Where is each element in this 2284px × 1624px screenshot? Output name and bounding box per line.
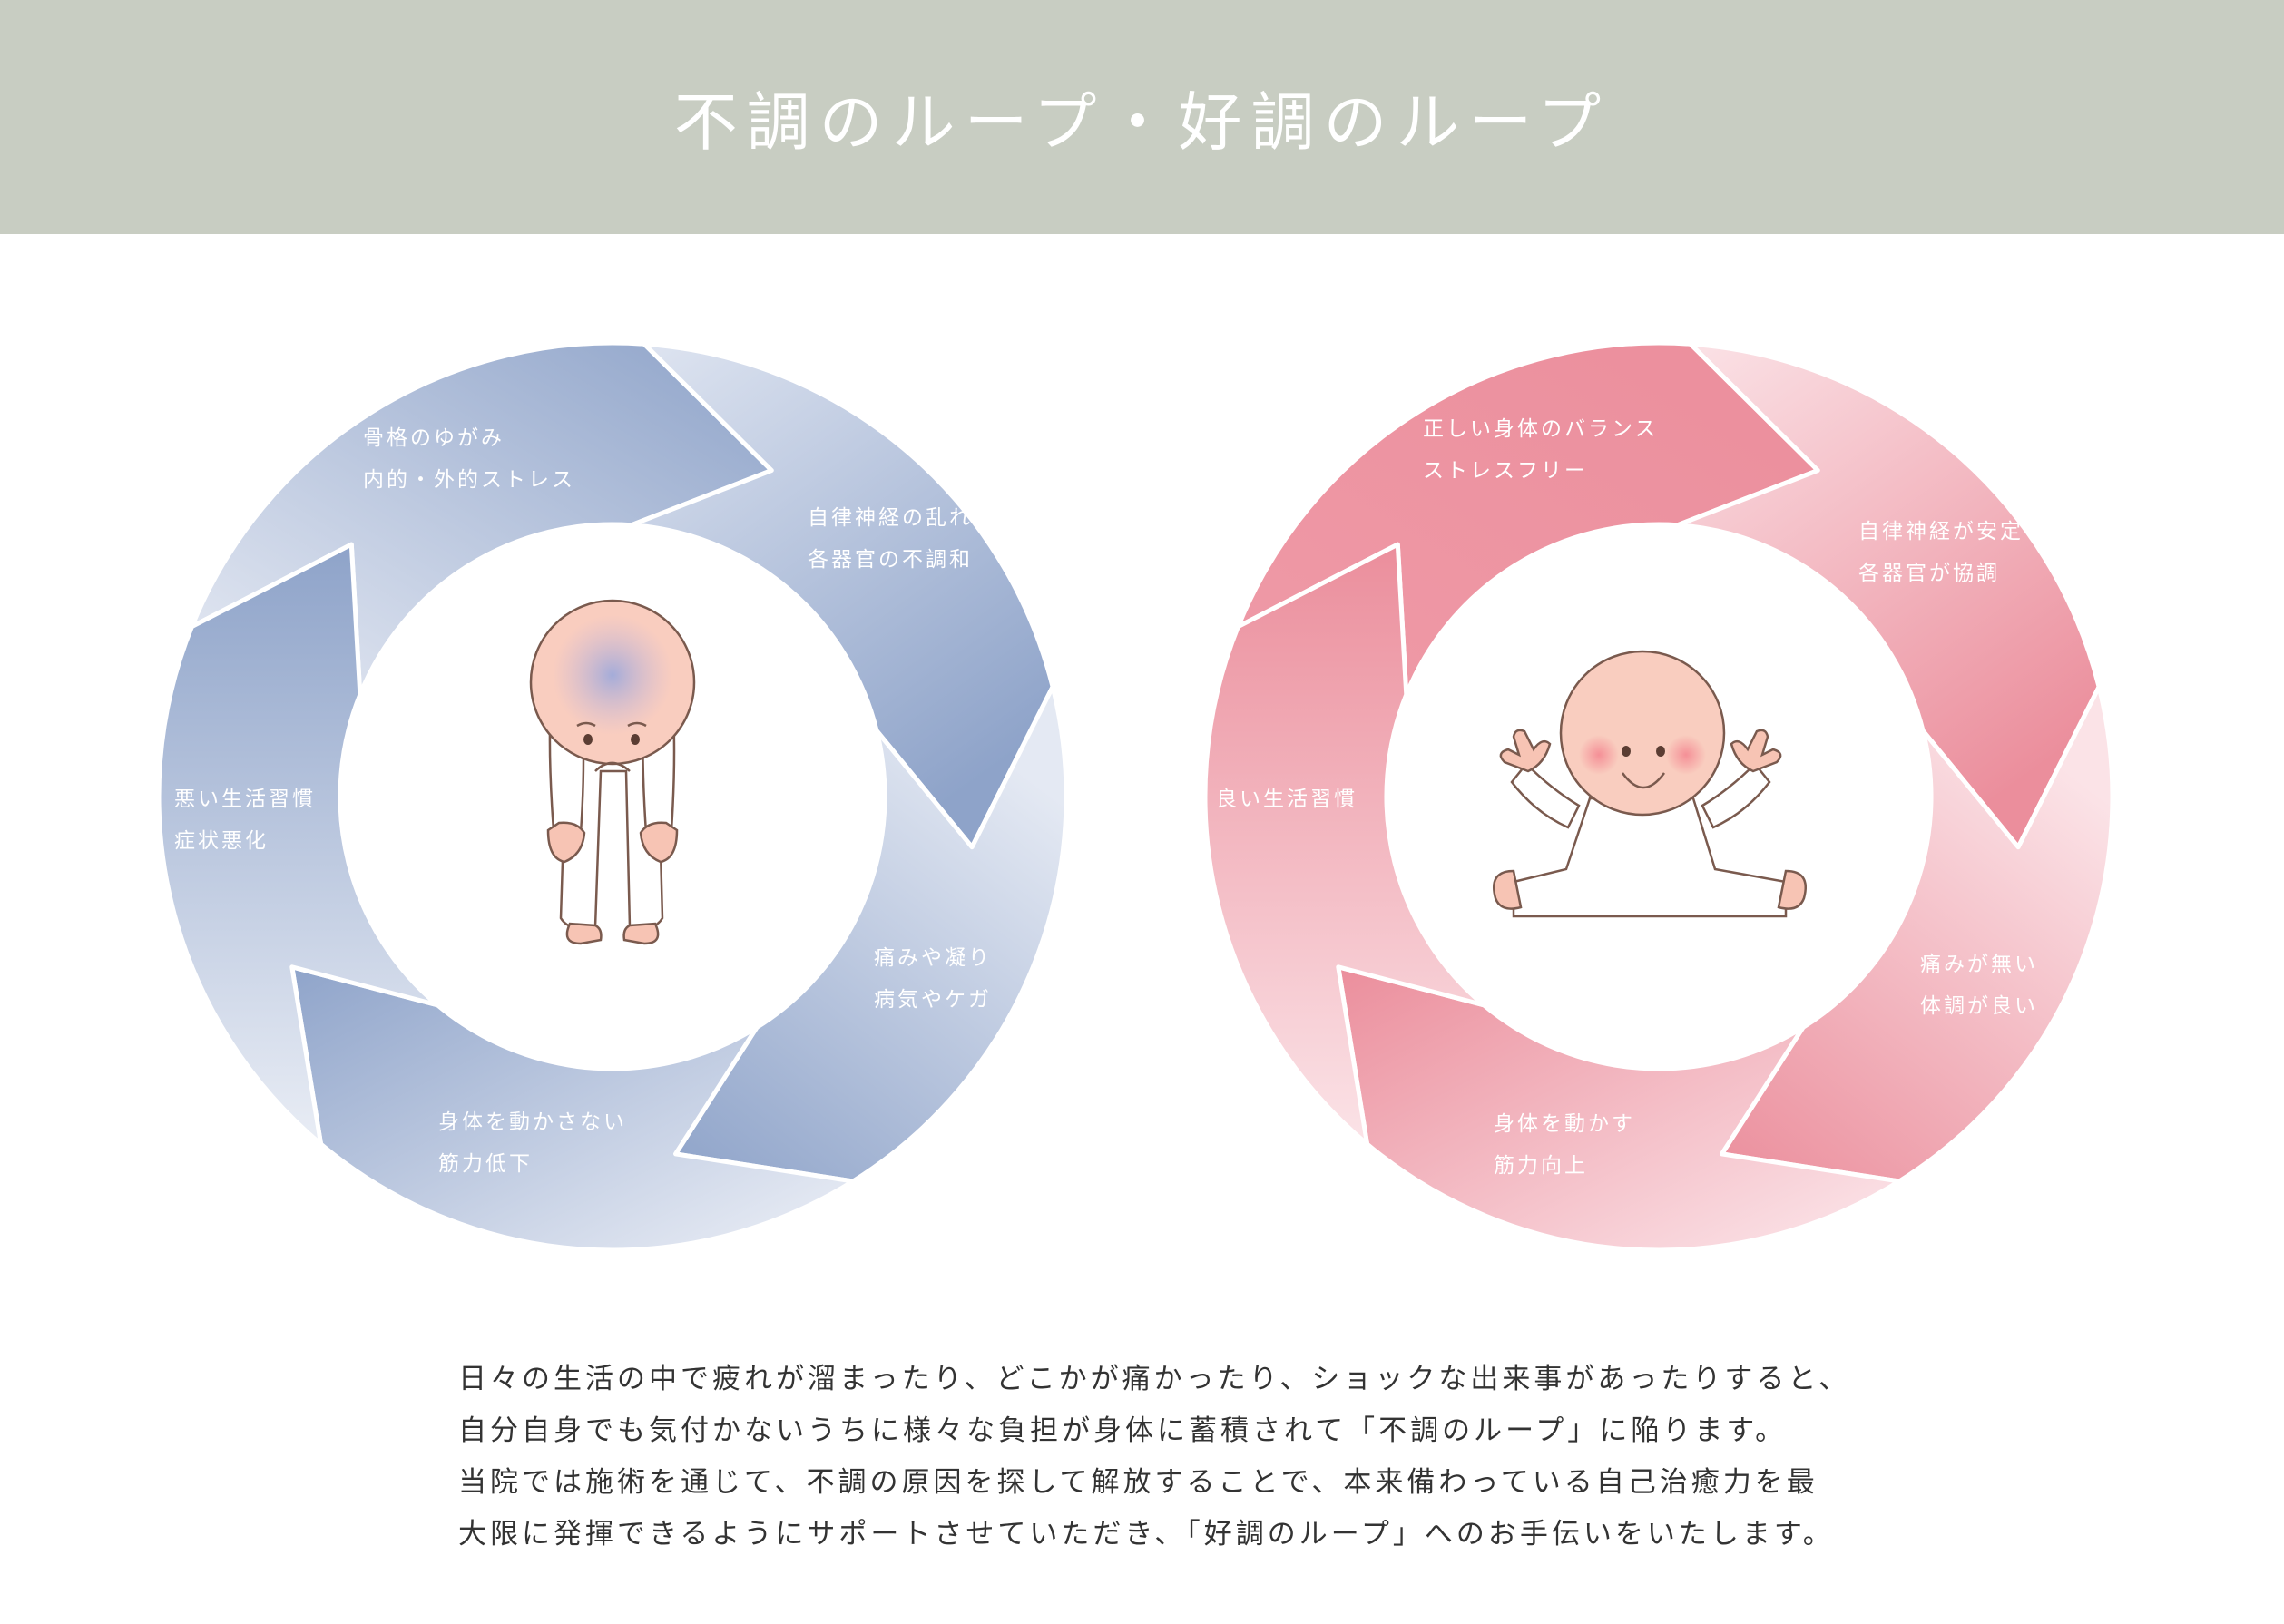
- loop-segment-arrow: [1720, 684, 2115, 1184]
- segment-label: 内的・外的ストレス: [363, 468, 575, 492]
- loop-segment-arrow: [1675, 341, 2102, 850]
- segment-label: ストレスフリー: [1423, 459, 1588, 483]
- description-line: 大限に発揮できるようにサポートさせていただき、「好調のループ」へのお手伝いをいた…: [458, 1518, 1835, 1551]
- description: 日々の生活の中で疲れが溜まったり、どこかが痛かったり、ショックな出来事があったり…: [458, 1354, 1874, 1560]
- loop-segment-arrow: [673, 684, 1069, 1184]
- loop-segment-arrow: [289, 964, 856, 1253]
- header-banner: 不調のループ・好調のループ: [0, 0, 2284, 234]
- segment-label: 悪い生活習慣: [174, 788, 316, 811]
- loop-segment-arrow: [1202, 542, 1486, 1147]
- sad-character: [529, 599, 696, 945]
- segment-label: 骨格のゆがみ: [363, 426, 505, 450]
- loop-segment-arrow: [1336, 964, 1902, 1253]
- bad-loop: 骨格のゆがみ内的・外的ストレス自律神経の乱れ各器官の不調和痛みや凝り病気やケガ身…: [156, 340, 1069, 1253]
- segment-label: 症状悪化: [174, 829, 269, 853]
- loop-segment-arrow: [156, 542, 440, 1147]
- segment-label: 体調が良い: [1920, 994, 2038, 1018]
- good-loop: 正しい身体のバランスストレスフリー自律神経が安定各器官が協調痛みが無い体調が良い…: [1202, 340, 2115, 1253]
- segment-label: 痛みや凝り: [874, 946, 992, 970]
- segment-label: 自律神経が安定: [1858, 520, 2024, 543]
- segment-label: 筋力低下: [438, 1152, 533, 1176]
- loop-segment-arrow: [1235, 340, 1820, 698]
- segment-label: 筋力向上: [1494, 1154, 1588, 1178]
- page-title: 不調のループ・好調のループ: [673, 84, 1611, 160]
- segment-label: 身体を動かさない: [438, 1110, 627, 1134]
- segment-label: 正しい身体のバランス: [1423, 417, 1659, 441]
- description-line: 日々の生活の中で疲れが溜まったり、どこかが痛かったり、ショックな出来事があったり…: [458, 1363, 1851, 1395]
- segment-label: 病気やケガ: [874, 988, 992, 1012]
- description-line: 当院では施術を通じて、不調の原因を探して解放することで、本来備わっている自己治癒…: [458, 1466, 1818, 1499]
- loop-segment-arrow: [629, 341, 1055, 850]
- segment-label: 自律神経の乱れ: [808, 506, 973, 530]
- happy-character: [1493, 650, 1807, 918]
- segment-label: 良い生活習慣: [1216, 788, 1358, 811]
- segment-label: 痛みが無い: [1920, 953, 2038, 976]
- segment-label: 各器官の不調和: [808, 548, 973, 572]
- description-line: 自分自身でも気付かないうちに様々な負担が身体に蓄積されて「不調のループ」に陥りま…: [458, 1414, 1788, 1447]
- loop-segment-arrow: [189, 340, 774, 698]
- segment-label: 身体を動かす: [1494, 1112, 1635, 1136]
- segment-label: 各器官が協調: [1858, 562, 2000, 585]
